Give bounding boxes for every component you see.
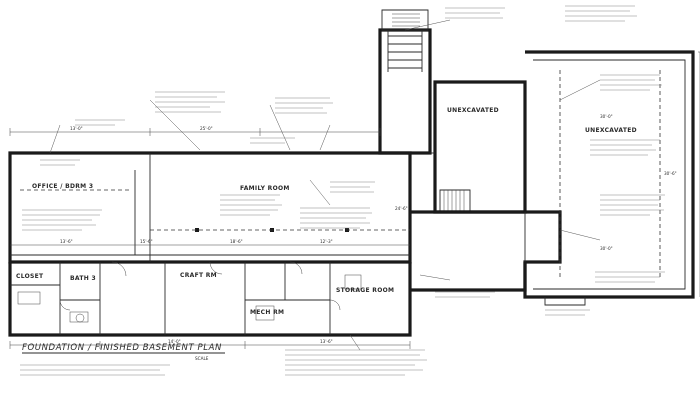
stair-block [378, 9, 432, 155]
dim-office-mid: 15'-6" [140, 239, 153, 244]
annotation-leaders [49, 19, 601, 351]
room-label-craft: CRAFT RM [180, 272, 217, 279]
dim-right-upper: 30'-0" [600, 114, 613, 119]
room-label-family: FAMILY ROOM [240, 185, 290, 192]
room-label-closet: CLOSET [16, 273, 44, 280]
room-label-bath: BATH 3 [70, 275, 96, 282]
dim-family-mid: 18'-6" [230, 239, 243, 244]
dim-right-lower: 30'-0" [600, 246, 613, 251]
dimension-strings [9, 51, 700, 349]
handwritten-notes [20, 5, 665, 376]
room-label-mech: MECH RM [250, 309, 284, 316]
dim-left-top: 13'-0" [70, 126, 83, 131]
dim-storage: 13'-6" [320, 339, 333, 344]
dim-family-top: 25'-0" [200, 126, 213, 131]
unexcavated-right-walls [523, 50, 695, 306]
room-label-unexcavated-right: UNEXCAVATED [585, 127, 637, 134]
plan-scale: SCALE [195, 356, 209, 361]
plan-title: FOUNDATION / FINISHED BASEMENT PLAN [22, 343, 222, 353]
dim-side: 24'-6" [395, 206, 408, 211]
dim-hall: 12'-3" [320, 239, 333, 244]
dim-craft: 14'-0" [168, 339, 181, 344]
room-label-office: OFFICE / BDRM 3 [32, 183, 93, 190]
dim-office-w: 13'-6" [60, 239, 73, 244]
main-block-walls [8, 151, 412, 337]
dim-right-side: 30'-6" [664, 171, 677, 176]
room-label-storage: STORAGE ROOM [336, 287, 394, 294]
room-label-unexcavated-left: UNEXCAVATED [447, 107, 499, 114]
unexcavated-center-walls [410, 80, 562, 292]
